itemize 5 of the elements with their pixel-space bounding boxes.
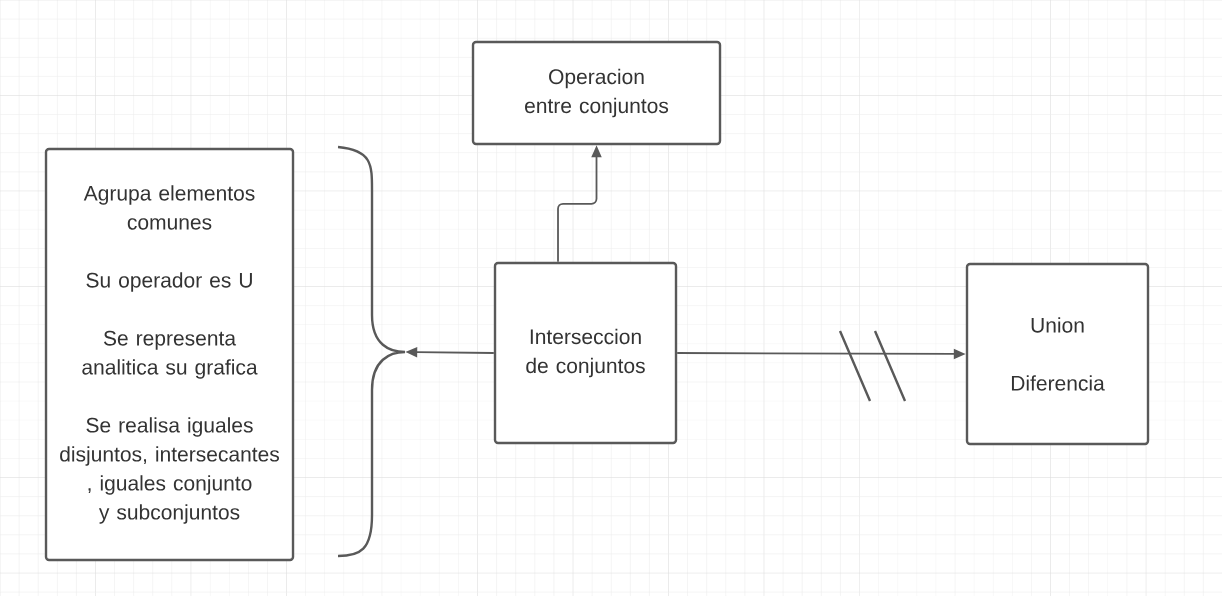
text-box: Agrupa elementos comunes Su operador es U Se representa analitica su grafica Se realisa iguales disjuntos, intersecantes , iguales conjunto y subconjuntos bbox=[44, 147, 295, 562]
brace bbox=[337, 145, 407, 558]
text-box: Union Diferencia bbox=[965, 262, 1150, 446]
text-box: Interseccion de conjuntos bbox=[493, 261, 678, 445]
text-box: Operacion entre conjuntos bbox=[471, 40, 722, 146]
